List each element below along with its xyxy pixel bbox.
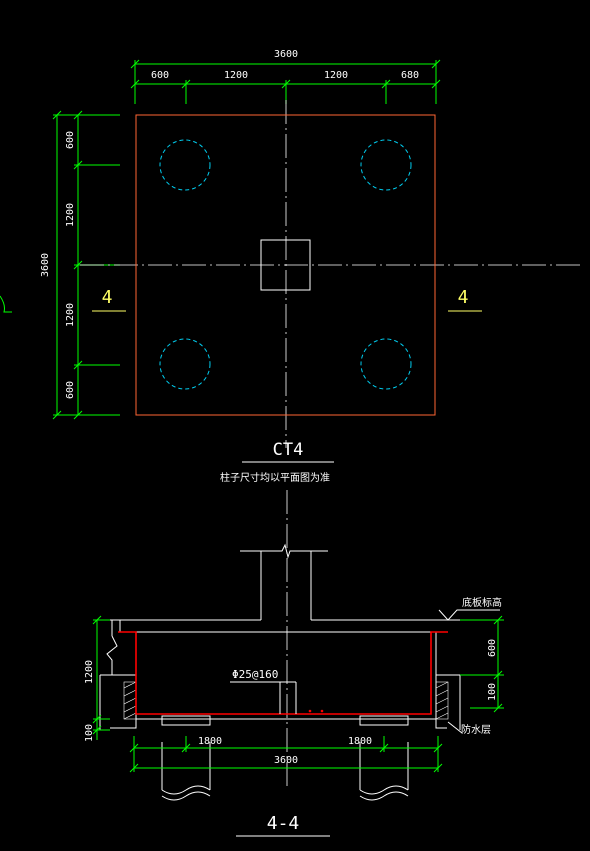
level-symbol xyxy=(438,609,500,621)
left-section-dimension-chain xyxy=(92,615,110,740)
cap-section xyxy=(99,619,461,730)
axis-lines xyxy=(80,100,580,448)
pile-cap-outline xyxy=(135,114,436,416)
dim-left-section-bottom: 100 xyxy=(84,724,95,742)
rebar xyxy=(118,631,448,715)
rebar-label: Φ25@160 xyxy=(232,668,278,681)
dim-left-seg2: 1200 xyxy=(65,203,76,227)
dim-top-total: 3600 xyxy=(274,49,298,60)
label-bottom-right: 防水层 xyxy=(461,723,491,736)
section-mark-left: 4 xyxy=(102,287,113,308)
dim-top-seg4: 680 xyxy=(401,70,419,81)
dim-left-section-top: 1200 xyxy=(84,660,95,684)
rebar-dot xyxy=(320,709,324,713)
pile-top-left xyxy=(159,139,211,191)
dim-top-seg3: 1200 xyxy=(324,70,348,81)
section-view: Φ25@160 底板标高 600 100 xyxy=(84,490,504,837)
dim-left-seg4: 600 xyxy=(65,381,76,399)
pile-bottom-left xyxy=(159,338,211,390)
right-dimension-chain xyxy=(460,615,504,713)
rebar-dot xyxy=(308,709,312,713)
piles xyxy=(159,139,412,390)
dim-right-bottom: 100 xyxy=(487,683,498,701)
plan-view: 3600 600 1200 1200 680 3600 600 12 xyxy=(0,49,580,484)
dim-top-seg2: 1200 xyxy=(224,70,248,81)
dim-left-seg1: 600 xyxy=(65,131,76,149)
pile-heads xyxy=(161,715,409,801)
plan-note: 柱子尺寸均以平面图为准 xyxy=(220,471,330,484)
top-dimension-chain xyxy=(130,59,441,104)
rebar-leader xyxy=(230,681,297,714)
dim-top-seg1: 600 xyxy=(151,70,169,81)
dim-bottom-right: 1800 xyxy=(348,736,372,747)
column-section xyxy=(240,543,328,620)
partial-mark xyxy=(0,295,12,313)
pile-bottom-right xyxy=(360,338,412,390)
waterproofing-hatch xyxy=(123,681,449,720)
plan-title: CT4 xyxy=(273,440,304,460)
section-title: 4-4 xyxy=(267,813,300,834)
dim-right-top: 600 xyxy=(487,639,498,657)
dim-left-seg3: 1200 xyxy=(65,303,76,327)
column-outline xyxy=(260,239,311,291)
dim-bottom-total: 3600 xyxy=(274,755,298,766)
bottom-dimension-chain xyxy=(129,736,443,773)
label-top-right: 底板标高 xyxy=(462,596,502,609)
dim-left-total: 3600 xyxy=(40,253,51,277)
dim-bottom-left: 1800 xyxy=(198,736,222,747)
waterproof-leader xyxy=(447,721,463,734)
pile-top-right xyxy=(360,139,412,191)
section-mark-right: 4 xyxy=(458,287,469,308)
